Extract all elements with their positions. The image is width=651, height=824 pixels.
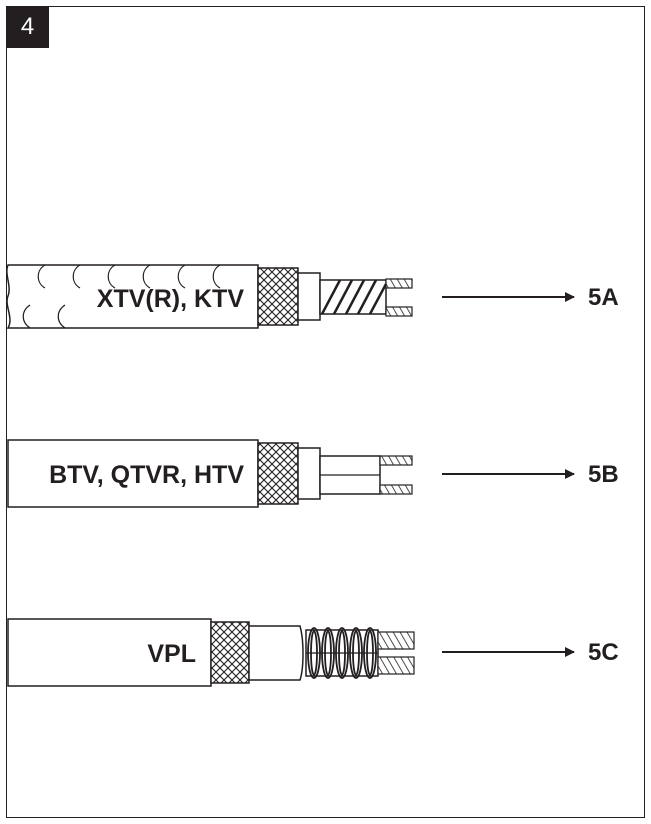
helical-wrap	[320, 279, 388, 315]
inner-jacket	[248, 625, 304, 681]
cable-jacket	[6, 264, 259, 329]
ref-label-5b: 5B	[588, 461, 619, 488]
conductor-top	[379, 455, 413, 466]
cable-label-vpl: VPL	[147, 640, 196, 668]
conductor-bottom	[377, 656, 415, 675]
cable-label-btv: BTV, QTVR, HTV	[49, 461, 244, 489]
ref-label-5c: 5C	[588, 639, 619, 666]
jacket-wrap-marks	[22, 264, 221, 329]
cable-jacket	[7, 618, 212, 687]
cable-row-vpl: VPL 5C	[7, 618, 619, 687]
braid-layer	[210, 621, 250, 684]
braid-layer	[257, 267, 299, 326]
conductor-top	[377, 631, 415, 650]
inner-jacket	[297, 272, 321, 321]
ref-label-5a: 5A	[588, 284, 619, 311]
cable-row-btv: BTV, QTVR, HTV 5B	[7, 439, 619, 508]
inner-jacket	[297, 447, 321, 500]
conductor-bottom	[379, 484, 413, 495]
step-number-badge: 4	[6, 6, 49, 48]
braid-layer	[257, 442, 299, 505]
cable-label-xtv: XTV(R), KTV	[97, 285, 245, 313]
cable-row-xtv: XTV(R), KTV 5A	[6, 264, 619, 329]
conductor-top	[385, 278, 413, 289]
conductor-bottom	[385, 306, 413, 317]
